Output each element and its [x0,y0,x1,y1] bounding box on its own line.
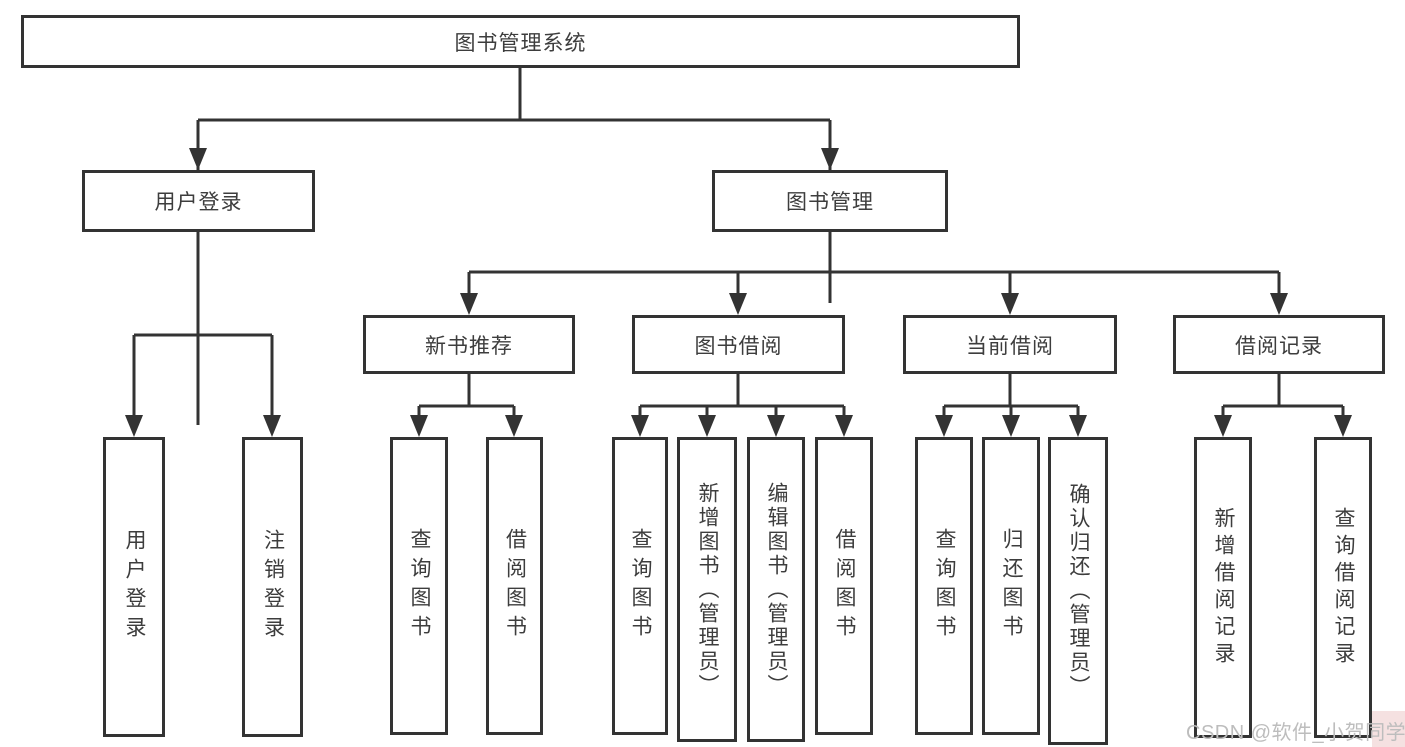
leaf-label: 查询借阅记录 [1332,506,1355,669]
node-book-borrow: 图书借阅 [632,315,845,374]
wire-book-mgmt [467,232,1281,302]
wire-book-borrow [638,374,846,424]
leaf-label: 借阅图书 [833,528,856,644]
leaf-label: 编辑图书（管理员） [765,481,788,698]
node-user-login: 用户登录 [82,170,315,232]
node-leaf-rec-query-book: 查询图书 [390,437,448,735]
leaf-label: 查询图书 [408,528,431,644]
wire-new-book-rec [417,374,516,424]
node-leaf-bb-borrow-book: 借阅图书 [815,437,873,735]
node-root: 图书管理系统 [21,15,1020,68]
node-leaf-cb-confirm-return: 确认归还（管理员） [1048,437,1108,745]
wire-borrow-records [1221,374,1345,424]
leaf-label: 查询图书 [933,528,956,644]
watermark-highlight [1372,711,1405,747]
node-leaf-cb-query-book: 查询图书 [915,437,973,735]
node-borrow-records: 借阅记录 [1173,315,1385,374]
node-new-book-rec: 新书推荐 [363,315,575,374]
csdn-watermark: CSDN @软件_小贺同学 [1186,722,1405,744]
leaf-label: 查询图书 [629,528,652,644]
node-leaf-bb-add-book: 新增图书（管理员） [677,437,737,742]
node-leaf-user-login: 用户登录 [103,437,165,737]
arrowheads [125,148,1352,437]
leaf-label: 确认归还（管理员） [1067,483,1090,699]
node-leaf-bb-query-book: 查询图书 [612,437,668,735]
leaf-label: 新增借阅记录 [1212,506,1235,669]
leaf-label: 归还图书 [1000,528,1023,644]
node-leaf-bb-edit-book: 编辑图书（管理员） [747,437,805,742]
node-leaf-logout: 注销登录 [242,437,303,737]
wire-user-login [132,232,274,424]
node-leaf-br-query-record: 查询借阅记录 [1314,437,1372,738]
leaf-label: 借阅图书 [503,528,527,644]
leaf-label: 用户登录 [123,529,146,645]
node-current-borrow: 当前借阅 [903,315,1117,374]
leaf-label: 新增图书（管理员） [696,481,719,698]
node-leaf-rec-borrow-book: 借阅图书 [486,437,543,735]
node-book-mgmt: 图书管理 [712,170,948,232]
wire-root [196,67,832,425]
node-leaf-cb-return-book: 归还图书 [982,437,1040,735]
node-leaf-br-add-record: 新增借阅记录 [1194,437,1252,738]
leaf-label: 注销登录 [261,529,285,645]
